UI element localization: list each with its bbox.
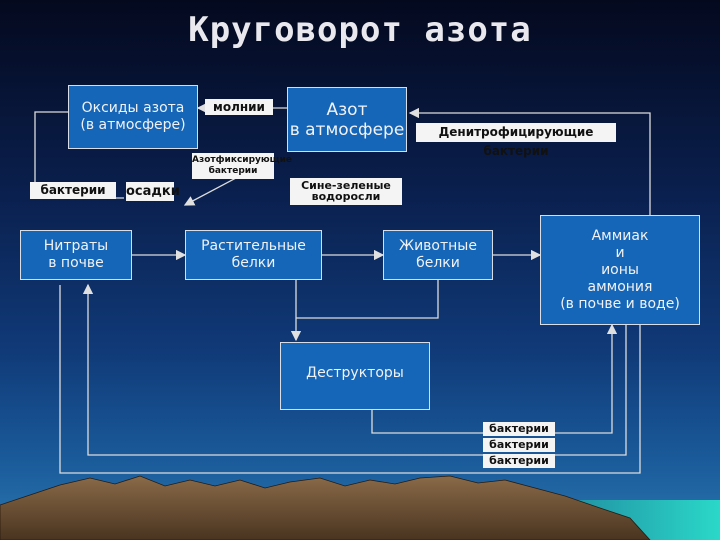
arrow-loop-outer	[59, 285, 641, 474]
page-title: Круговорот азота	[188, 10, 532, 50]
oxides-box: Оксиды азота (в атмосфере)	[68, 85, 198, 149]
nitrates-box: Нитраты в почве	[20, 230, 132, 280]
bacteria-label-3: бактерии	[483, 454, 555, 468]
animal-proteins-box: Животные белки	[383, 230, 493, 280]
arrow-animal-down	[296, 279, 439, 319]
nitrogen-fixing-label: Азотфиксирующие бактерии	[192, 153, 292, 179]
mountain-range	[0, 475, 651, 540]
bacteria-label-2: бактерии	[483, 438, 555, 452]
blue-green-algae-label: Сине-зеленые водоросли	[290, 178, 402, 205]
bacteria-left-label: бактерии	[30, 182, 116, 199]
precipitation-label: осадки	[126, 182, 180, 201]
ammonia-box: Аммиак и ионы аммония (в почве и воде)	[540, 215, 700, 325]
bacteria-label-1: бактерии	[483, 422, 555, 436]
plant-proteins-box: Растительные белки	[185, 230, 322, 280]
denitrifying-label: Денитрофицирующие бактерии	[416, 123, 616, 158]
nitrogen-box: Азот в атмосфере	[287, 87, 407, 152]
destructors-box: Деструкторы	[280, 342, 430, 410]
arrow-ammonia-to-nitrogen	[408, 107, 651, 215]
lightning-label: молнии	[205, 99, 273, 115]
arrow-loop-mid	[82, 283, 627, 456]
